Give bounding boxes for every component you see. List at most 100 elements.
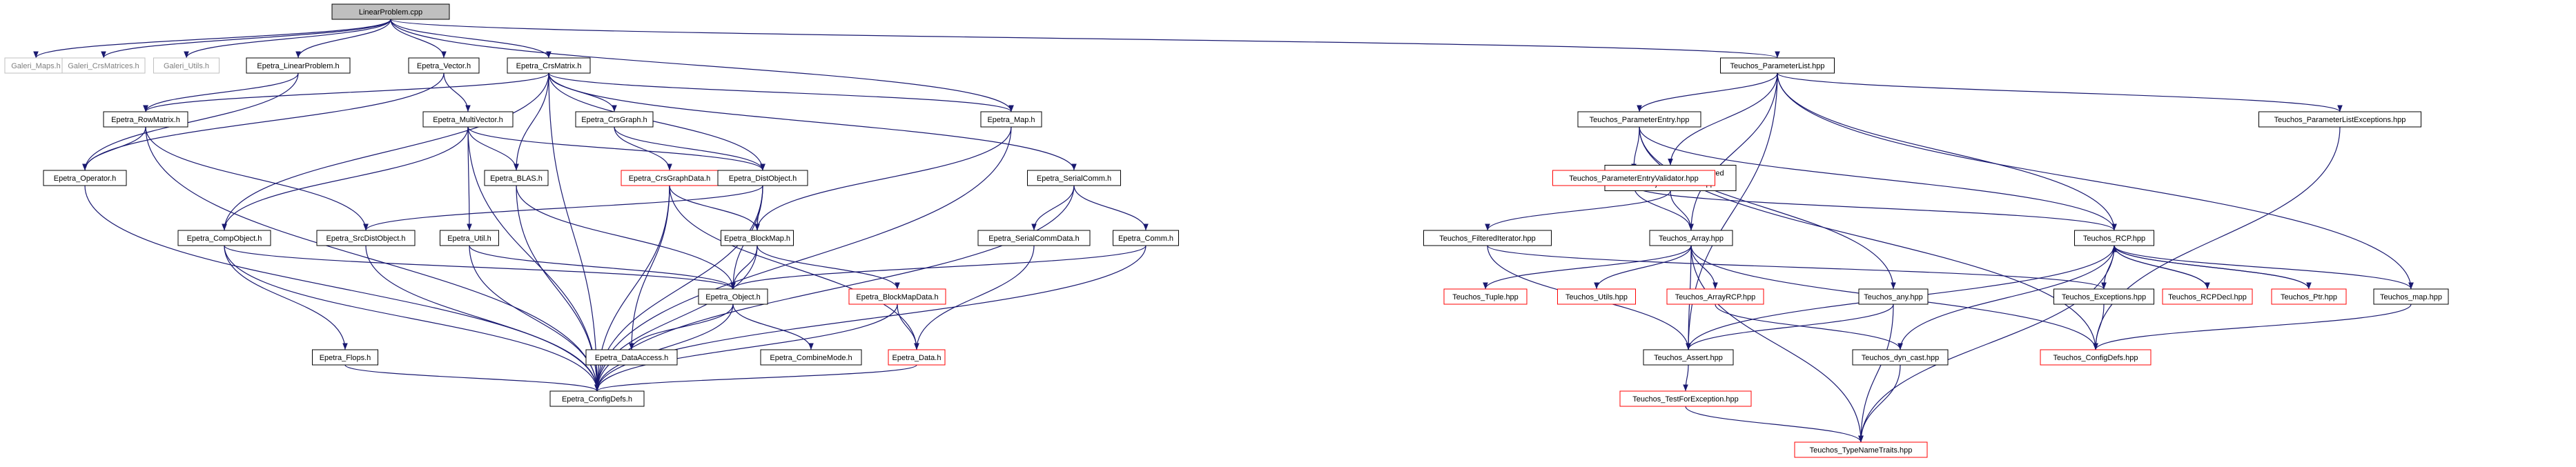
- node-label: Epetra_CrsGraph.h: [581, 116, 647, 124]
- edge-ecomp-to-eobj: [224, 245, 736, 290]
- node-eda[interactable]: Epetra_DataAccess.h: [585, 349, 678, 366]
- node-gcrs[interactable]: Galeri_CrsMatrices.h: [61, 57, 146, 74]
- node-label: Teuchos_ParameterListExceptions.hpp: [2274, 116, 2406, 124]
- node-erow[interactable]: Epetra_RowMatrix.h: [103, 111, 188, 128]
- node-tpev[interactable]: Teuchos_ParameterEntryValidator.hpp: [1552, 170, 1715, 186]
- node-ecomm[interactable]: Epetra_Comm.h: [1113, 230, 1179, 246]
- node-eflops[interactable]: Epetra_Flops.h: [312, 349, 378, 366]
- edge-erow-to-esrc: [145, 126, 369, 231]
- edge-ecomp-to-eflops: [224, 245, 348, 350]
- node-label: Epetra_Flops.h: [320, 354, 371, 362]
- node-tarcp[interactable]: Teuchos_ArrayRCP.hpp: [1666, 288, 1764, 305]
- edge-ebm-to-ecfg: [594, 245, 758, 392]
- node-box: [440, 230, 499, 246]
- edge-tarr-to-tarcp: [1690, 245, 1718, 290]
- edge-eutil-to-ecfg: [469, 245, 600, 392]
- node-ebmd[interactable]: Epetra_BlockMapData.h: [848, 288, 946, 305]
- node-trcp[interactable]: Teuchos_RCP.hpp: [2074, 230, 2154, 246]
- node-ecgd[interactable]: Epetra_CrsGraphData.h: [621, 170, 719, 186]
- edge-eobj-to-ecm: [732, 304, 814, 350]
- node-tany[interactable]: Teuchos_any.hpp: [1858, 288, 1929, 305]
- edge-tpe-to-trcp: [1639, 126, 2117, 231]
- node-label: Epetra_CombineMode.h: [770, 354, 852, 362]
- edge-elp-to-eop: [82, 72, 299, 171]
- node-esrc[interactable]: Epetra_SrcDistObject.h: [316, 230, 416, 246]
- edge-emv-to-edist: [467, 126, 765, 171]
- node-lp[interactable]: LinearProblem.cpp: [331, 3, 450, 20]
- node-eutil[interactable]: Epetra_Util.h: [440, 230, 499, 246]
- node-ttnt[interactable]: Teuchos_TypeNameTraits.hpp: [1794, 441, 1928, 458]
- node-box: [2040, 349, 2151, 366]
- node-ecrsg[interactable]: Epetra_CrsGraph.h: [575, 111, 654, 128]
- node-trcpd[interactable]: Teuchos_RCPDecl.hpp: [2162, 288, 2253, 305]
- node-label: Teuchos_TestForException.hpp: [1632, 395, 1738, 404]
- node-tcfg[interactable]: Teuchos_ConfigDefs.hpp: [2040, 349, 2151, 366]
- node-ecomp[interactable]: Epetra_CompObject.h: [177, 230, 271, 246]
- edge-tsiov-to-tfi: [1485, 190, 1671, 231]
- node-gmaps[interactable]: Galeri_Maps.h: [4, 57, 68, 74]
- node-edata[interactable]: Epetra_Data.h: [888, 349, 946, 366]
- node-elp[interactable]: Epetra_LinearProblem.h: [246, 57, 351, 74]
- node-label: Epetra_MultiVector.h: [433, 116, 503, 124]
- node-tarr[interactable]: Teuchos_Array.hpp: [1649, 230, 1733, 246]
- node-texc[interactable]: Teuchos_Exceptions.hpp: [2053, 288, 2154, 305]
- node-label: Teuchos_ConfigDefs.hpp: [2053, 354, 2138, 362]
- edge-ecomp-to-ecfg: [224, 245, 600, 392]
- node-gutils[interactable]: Galeri_Utils.h: [153, 57, 219, 74]
- node-box: [1666, 288, 1764, 305]
- node-box: [1858, 288, 1929, 305]
- node-label: Epetra_CrsMatrix.h: [516, 62, 582, 70]
- node-tassert[interactable]: Teuchos_Assert.hpp: [1643, 349, 1734, 366]
- node-box: [1552, 170, 1715, 186]
- node-eblas[interactable]: Epetra_BLAS.h: [484, 170, 549, 186]
- edge-tpe-to-tany: [1639, 126, 1896, 290]
- node-tple[interactable]: Teuchos_ParameterListExceptions.hpp: [2258, 111, 2421, 128]
- node-label: Epetra_Map.h: [987, 116, 1035, 124]
- edge-ecgd-to-eda: [629, 185, 670, 350]
- node-tutils[interactable]: Teuchos_Utils.hpp: [1557, 288, 1636, 305]
- node-ttuple[interactable]: Teuchos_Tuple.hpp: [1443, 288, 1528, 305]
- node-label: Teuchos_dyn_cast.hpp: [1862, 354, 1940, 362]
- node-emv[interactable]: Epetra_MultiVector.h: [422, 111, 514, 128]
- node-box: [717, 170, 808, 186]
- edge-edata-to-ecfg: [594, 364, 917, 392]
- node-label: Teuchos_Array.hpp: [1659, 235, 1724, 243]
- node-tfi[interactable]: Teuchos_FilteredIterator.hpp: [1423, 230, 1552, 246]
- node-box: [2074, 230, 2154, 246]
- node-eop[interactable]: Epetra_Operator.h: [43, 170, 127, 186]
- node-box: [1643, 349, 1734, 366]
- node-evec[interactable]: Epetra_Vector.h: [408, 57, 480, 74]
- node-escd[interactable]: Epetra_SerialCommData.h: [977, 230, 1091, 246]
- node-box: [575, 111, 654, 128]
- node-ebm[interactable]: Epetra_BlockMap.h: [721, 230, 794, 246]
- node-escomm[interactable]: Epetra_SerialComm.h: [1027, 170, 1121, 186]
- node-box: [977, 230, 1091, 246]
- node-tdyn[interactable]: Teuchos_dyn_cast.hpp: [1852, 349, 1949, 366]
- node-box: [484, 170, 549, 186]
- node-label: Teuchos_any.hpp: [1864, 293, 1922, 301]
- node-tpl[interactable]: Teuchos_ParameterList.hpp: [1720, 57, 1835, 74]
- node-label: Teuchos_TypeNameTraits.hpp: [1810, 446, 1913, 455]
- node-label: Epetra_Vector.h: [417, 62, 471, 70]
- edge-ecrsg-to-ecgd: [614, 126, 672, 171]
- node-ecfg[interactable]: Epetra_ConfigDefs.h: [549, 390, 645, 407]
- node-ecrsm[interactable]: Epetra_CrsMatrix.h: [507, 57, 591, 74]
- node-tmap[interactable]: Teuchos_map.hpp: [2373, 288, 2449, 305]
- node-ttfe[interactable]: Teuchos_TestForException.hpp: [1619, 390, 1752, 407]
- edge-trcp-to-tmap: [2114, 245, 2414, 290]
- edge-tple-to-tcfg: [2093, 126, 2341, 350]
- node-tptr[interactable]: Teuchos_Ptr.hpp: [2271, 288, 2347, 305]
- node-label: Teuchos_RCP.hpp: [2083, 235, 2145, 243]
- node-box: [331, 3, 450, 20]
- node-tpe[interactable]: Teuchos_ParameterEntry.hpp: [1577, 111, 1701, 128]
- node-ecm[interactable]: Epetra_CombineMode.h: [760, 349, 862, 366]
- node-edist[interactable]: Epetra_DistObject.h: [717, 170, 808, 186]
- node-emap[interactable]: Epetra_Map.h: [980, 111, 1042, 128]
- edge-esrc-to-ecfg: [365, 245, 600, 392]
- node-eobj[interactable]: Epetra_Object.h: [698, 288, 768, 305]
- node-label: Epetra_CompObject.h: [187, 235, 262, 243]
- node-label: Epetra_Util.h: [447, 235, 491, 243]
- edge-elp-to-erow: [143, 72, 299, 112]
